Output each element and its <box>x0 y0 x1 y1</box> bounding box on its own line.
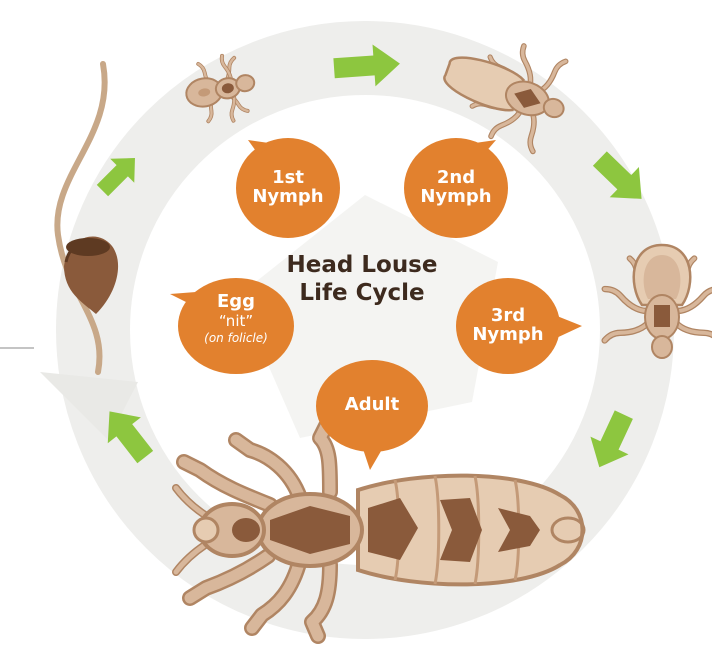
label-nymph3-line1: 3rd <box>458 306 558 325</box>
label-nymph1-line1: 1st <box>238 168 338 187</box>
label-adult-line1: Adult <box>322 395 422 414</box>
label-nymph2-line1: 2nd <box>406 168 506 187</box>
title-line-2: Life Cycle <box>262 280 462 308</box>
label-egg-line3: (on folicle) <box>186 332 286 345</box>
label-egg: Egg “nit” (on folicle) <box>186 292 286 345</box>
title-line-1: Head Louse <box>262 252 462 280</box>
label-adult: Adult <box>322 395 422 414</box>
label-nymph3-line2: Nymph <box>458 325 558 344</box>
label-egg-line1: Egg <box>186 292 286 311</box>
label-nymph3: 3rd Nymph <box>458 306 558 345</box>
label-nymph1-line2: Nymph <box>238 187 338 206</box>
label-nymph2-line2: Nymph <box>406 187 506 206</box>
label-nymph1: 1st Nymph <box>238 168 338 207</box>
diagram-title: Head Louse Life Cycle <box>262 252 462 307</box>
label-egg-line2: “nit” <box>186 313 286 329</box>
label-nymph2: 2nd Nymph <box>406 168 506 207</box>
